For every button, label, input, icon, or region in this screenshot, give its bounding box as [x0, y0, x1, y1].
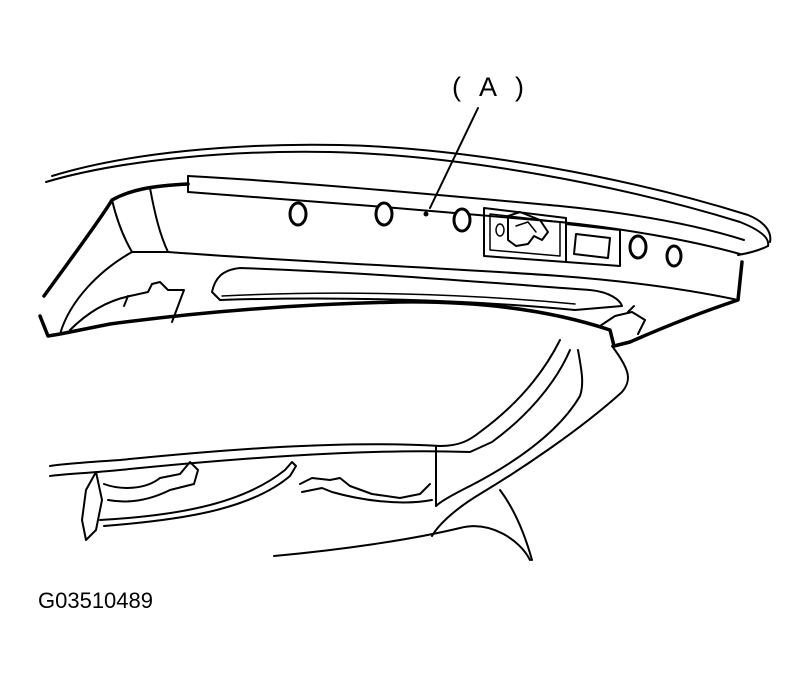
callout-target-dot: [423, 211, 429, 217]
mounting-hole: [452, 207, 472, 233]
latch-assembly: [483, 207, 621, 267]
mounting-holes: [288, 201, 683, 268]
weatherstrip: [81, 461, 433, 541]
mounting-hole: [665, 244, 683, 268]
trunk-opening-frame: [49, 339, 629, 561]
mounting-hole: [288, 201, 308, 227]
callout-label-a: ( A ): [452, 72, 531, 102]
trunk-lid-outer-panel: [45, 143, 772, 256]
mounting-hole: [628, 234, 648, 260]
trunk-lid-recess: [211, 267, 623, 311]
callout-leader-line: [429, 107, 479, 209]
left-hinge-bracket: [69, 281, 185, 331]
trunk-lid-inner-panel: [38, 175, 745, 348]
figure-code: G03510489: [38, 588, 153, 613]
right-side-bracket: [599, 305, 646, 335]
mounting-hole: [374, 201, 394, 227]
